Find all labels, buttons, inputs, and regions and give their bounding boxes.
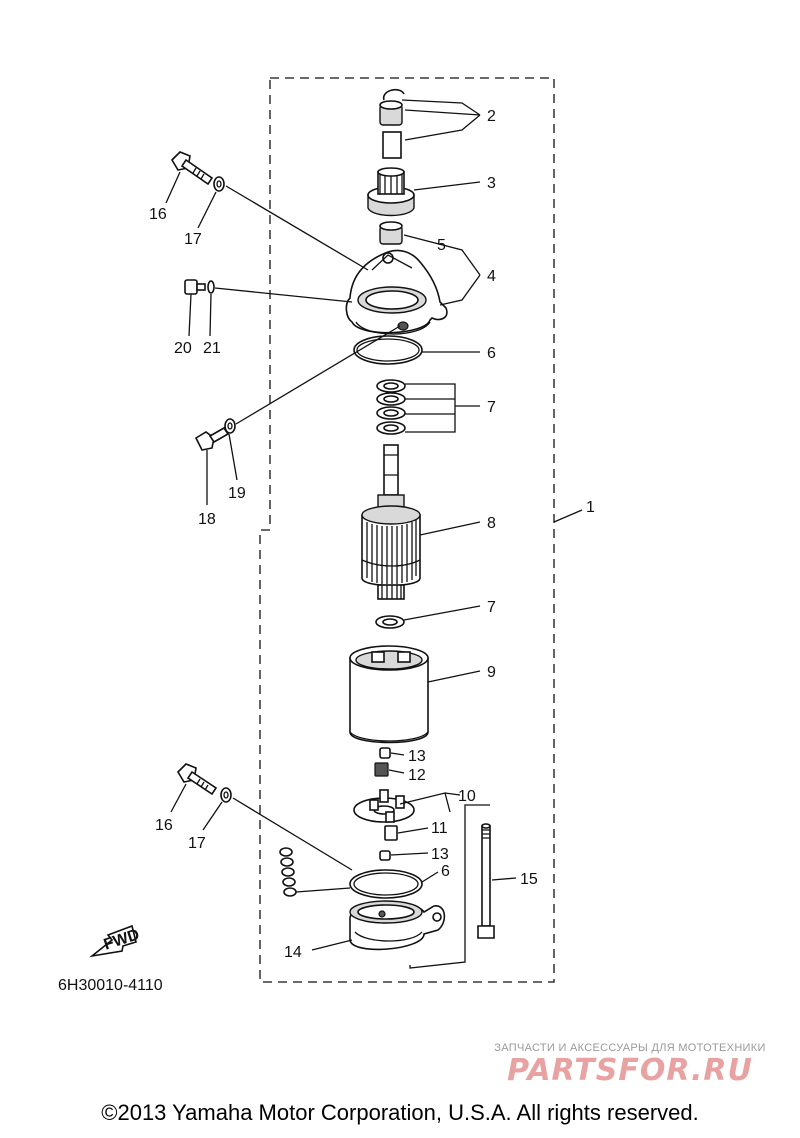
watermark: ЗАПЧАСТИ И АКСЕССУАРЫ ДЛЯ МОТОТЕХНИКИ PA… bbox=[480, 1042, 780, 1088]
leader-2 bbox=[401, 99, 481, 141]
callout-6a: 6 bbox=[487, 345, 496, 362]
leader-12 bbox=[388, 769, 405, 774]
part-13-spring-top[interactable] bbox=[379, 747, 391, 759]
callout-5: 5 bbox=[437, 237, 446, 254]
leader-4-5 bbox=[403, 234, 481, 306]
callout-2: 2 bbox=[487, 108, 496, 125]
part-18-bolt[interactable] bbox=[194, 426, 230, 451]
part-7-washers[interactable] bbox=[376, 379, 406, 435]
callout-4: 4 bbox=[487, 268, 496, 285]
part-3-pinion-gear[interactable] bbox=[367, 167, 415, 217]
part-9-yoke[interactable] bbox=[349, 645, 429, 744]
leader-10 bbox=[399, 792, 461, 813]
callout-14: 14 bbox=[284, 944, 302, 961]
callout-11: 11 bbox=[431, 820, 448, 837]
callout-16b: 16 bbox=[155, 817, 173, 834]
bracket-10-15 bbox=[409, 804, 490, 969]
callout-12: 12 bbox=[408, 767, 426, 784]
callout-8: 8 bbox=[487, 515, 496, 532]
part-8-armature[interactable] bbox=[361, 444, 421, 600]
leader-7b bbox=[403, 605, 481, 621]
callout-9: 9 bbox=[487, 664, 496, 681]
part-14-rear-cover[interactable] bbox=[349, 900, 446, 951]
callout-15: 15 bbox=[520, 871, 538, 888]
leader-7a bbox=[405, 383, 480, 433]
part-19-washer[interactable] bbox=[224, 418, 236, 434]
callout-1: 1 bbox=[586, 499, 595, 516]
part-7-washer-bottom[interactable] bbox=[375, 615, 405, 629]
leader-bolt-bottom-to-cover bbox=[232, 797, 353, 871]
callout-7a: 7 bbox=[487, 399, 496, 416]
watermark-logo: PARTSFOR.RU bbox=[507, 1053, 753, 1088]
leader-13b bbox=[390, 852, 429, 856]
callout-3: 3 bbox=[487, 175, 496, 192]
leader-21 bbox=[209, 293, 212, 337]
part-15-through-bolt[interactable] bbox=[477, 823, 495, 939]
leader-15 bbox=[491, 877, 517, 881]
part-4-front-bracket[interactable] bbox=[345, 249, 448, 335]
leader-20 bbox=[188, 293, 192, 337]
part-12-brush[interactable] bbox=[374, 762, 389, 777]
part-2-clip-collar-spring[interactable] bbox=[379, 88, 405, 159]
callout-13a: 13 bbox=[408, 748, 426, 765]
callout-17a: 17 bbox=[184, 231, 202, 248]
part-11-brush[interactable] bbox=[384, 825, 398, 841]
part-13-spring-bottom[interactable] bbox=[379, 850, 391, 861]
copyright-notice: ©2013 Yamaha Motor Corporation, U.S.A. A… bbox=[101, 1100, 699, 1125]
leader-9 bbox=[427, 670, 481, 683]
assembly-boundary bbox=[259, 77, 555, 983]
callout-13b: 13 bbox=[431, 846, 449, 863]
part-17-washer-top[interactable] bbox=[213, 176, 225, 192]
nut-washer-stack[interactable] bbox=[279, 847, 297, 897]
leader-stack-to-ring bbox=[295, 887, 351, 893]
part-10-brush-holder[interactable] bbox=[353, 789, 415, 823]
watermark-tagline: ЗАПЧАСТИ И АКСЕССУАРЫ ДЛЯ МОТОТЕХНИКИ bbox=[494, 1042, 766, 1054]
part-6-o-ring-bottom[interactable] bbox=[349, 869, 423, 899]
leader-14 bbox=[311, 939, 353, 951]
leader-16b bbox=[170, 783, 187, 813]
callout-18: 18 bbox=[198, 511, 216, 528]
leader-screw-to-bracket bbox=[214, 287, 353, 303]
leader-13a bbox=[390, 752, 405, 756]
leader-16a bbox=[165, 171, 181, 204]
leader-8 bbox=[419, 521, 481, 536]
leader-6b bbox=[421, 871, 439, 883]
callout-21: 21 bbox=[203, 340, 221, 357]
callout-7b: 7 bbox=[487, 599, 496, 616]
callout-20: 20 bbox=[174, 340, 192, 357]
leader-19 bbox=[228, 433, 238, 481]
part-5-bushing[interactable] bbox=[379, 221, 403, 245]
part-20-screw[interactable] bbox=[184, 279, 206, 295]
leader-bolt18-to-bracket bbox=[235, 325, 401, 425]
leader-bolt-top-to-bracket bbox=[225, 185, 369, 271]
part-21-washer[interactable] bbox=[207, 280, 215, 294]
leader-11 bbox=[397, 827, 429, 834]
leader-17b bbox=[202, 801, 223, 831]
leader-1 bbox=[553, 509, 583, 523]
callout-16a: 16 bbox=[149, 206, 167, 223]
leader-3 bbox=[413, 181, 481, 191]
fwd-arrow-icon: FWD bbox=[89, 924, 142, 958]
callout-10: 10 bbox=[458, 788, 476, 805]
callout-19: 19 bbox=[228, 485, 246, 502]
part-16-bolt-bottom[interactable] bbox=[176, 763, 218, 796]
part-16-bolt-top[interactable] bbox=[170, 151, 214, 186]
callout-6b: 6 bbox=[441, 863, 450, 880]
leader-17a bbox=[197, 191, 217, 229]
diagram-code: 6H30010-4110 bbox=[58, 977, 163, 994]
part-6-o-ring-top[interactable] bbox=[353, 335, 423, 365]
part-17-washer-bottom[interactable] bbox=[220, 787, 232, 803]
callout-17b: 17 bbox=[188, 835, 206, 852]
